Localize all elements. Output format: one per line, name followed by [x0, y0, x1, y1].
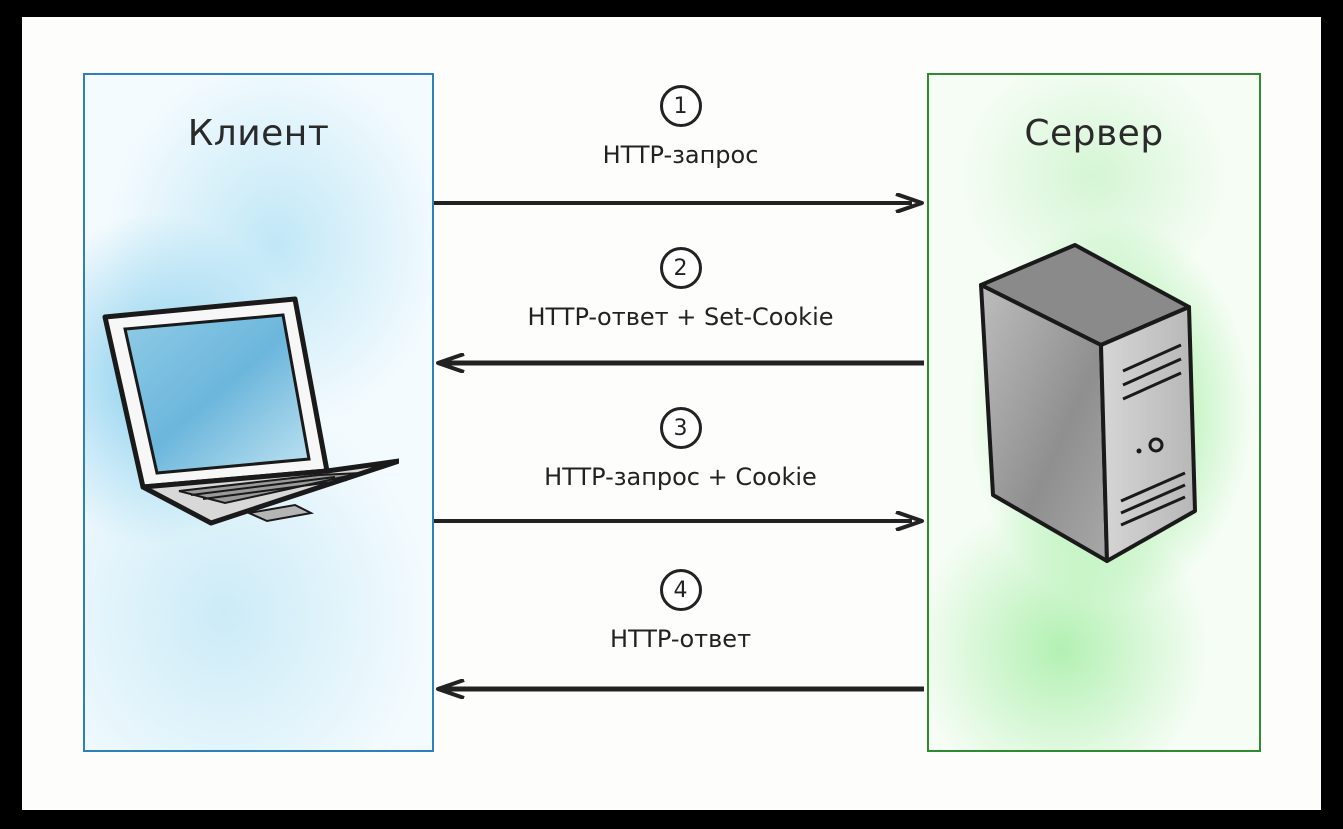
server-tower-icon: [973, 233, 1213, 567]
step-2-number-badge: 2: [659, 247, 702, 289]
step-2-label: HTTP-ответ + Set-Cookie: [527, 303, 834, 331]
step-4-label: HTTP-ответ: [609, 625, 752, 653]
client-panel: Клиент: [83, 73, 434, 752]
step-2: 2 HTTP-ответ + Set-Cookie: [434, 247, 927, 331]
step-3-number-badge: 3: [659, 407, 702, 449]
laptop-icon: [99, 291, 402, 535]
diagram-canvas: Клиент: [22, 17, 1321, 810]
step-1: 1 HTTP-запрос: [434, 85, 927, 169]
arrow-right-icon: [434, 193, 924, 213]
step-4: 4 HTTP-ответ: [434, 569, 927, 653]
server-title: Сервер: [1024, 113, 1164, 154]
step-3-label: HTTP-запрос + Cookie: [544, 463, 817, 491]
step-3: 3 HTTP-запрос + Cookie: [434, 407, 927, 491]
server-panel: Сервер: [927, 73, 1261, 752]
arrow-left-icon: [436, 353, 924, 373]
client-title: Клиент: [187, 113, 330, 154]
step-1-number-badge: 1: [659, 85, 702, 127]
arrow-right-icon: [434, 511, 924, 531]
step-1-label: HTTP-запрос: [602, 141, 759, 169]
step-4-number-badge: 4: [659, 569, 702, 611]
arrow-left-icon: [436, 679, 924, 699]
